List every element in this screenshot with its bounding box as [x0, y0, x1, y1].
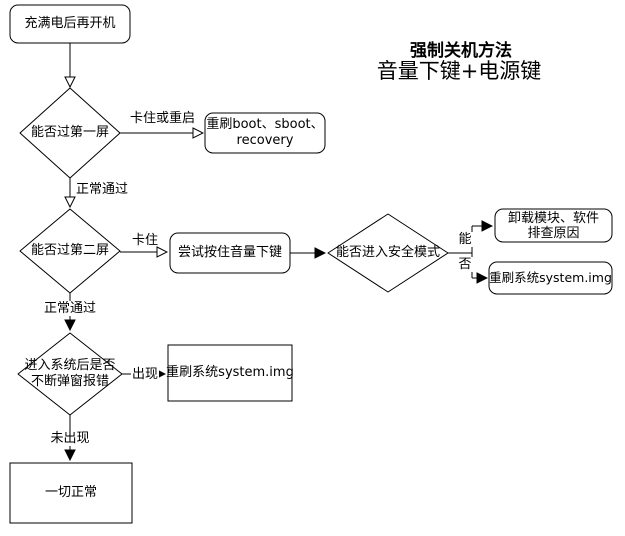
- page-subtitle: 音量下键+电源键: [376, 59, 542, 83]
- page-title: 强制关机方法: [410, 41, 512, 61]
- reflash-system-right-node-shape: [488, 261, 613, 295]
- edge-label-stuck: 卡住: [132, 233, 159, 248]
- edge-label-pass-second: 正常通过: [42, 301, 98, 316]
- reflash-system-mid-node-shape: [167, 344, 293, 402]
- hold-volume-down-node-shape: [169, 232, 291, 274]
- decision-safe-mode-shape: [327, 213, 449, 293]
- decision-popup-error-shape: [17, 332, 123, 416]
- uninstall-modules-node-shape: [494, 208, 613, 243]
- decision-second-screen-shape: [19, 208, 121, 294]
- edge-label-cannot: 否: [457, 257, 473, 272]
- reflash-boot-node-shape: [204, 112, 326, 154]
- edge-label-stuck-or-restart: 卡住或重启: [130, 111, 196, 126]
- edge-label-appears: 出现: [130, 367, 160, 382]
- edge-label-pass-first: 正常通过: [76, 182, 129, 197]
- edge-label-can: 能: [457, 232, 473, 247]
- start-node-shape: [9, 4, 131, 44]
- all-normal-node-shape: [9, 462, 133, 524]
- edge-label-not-appear: 未出现: [49, 431, 91, 446]
- decision-first-screen-shape: [19, 87, 121, 179]
